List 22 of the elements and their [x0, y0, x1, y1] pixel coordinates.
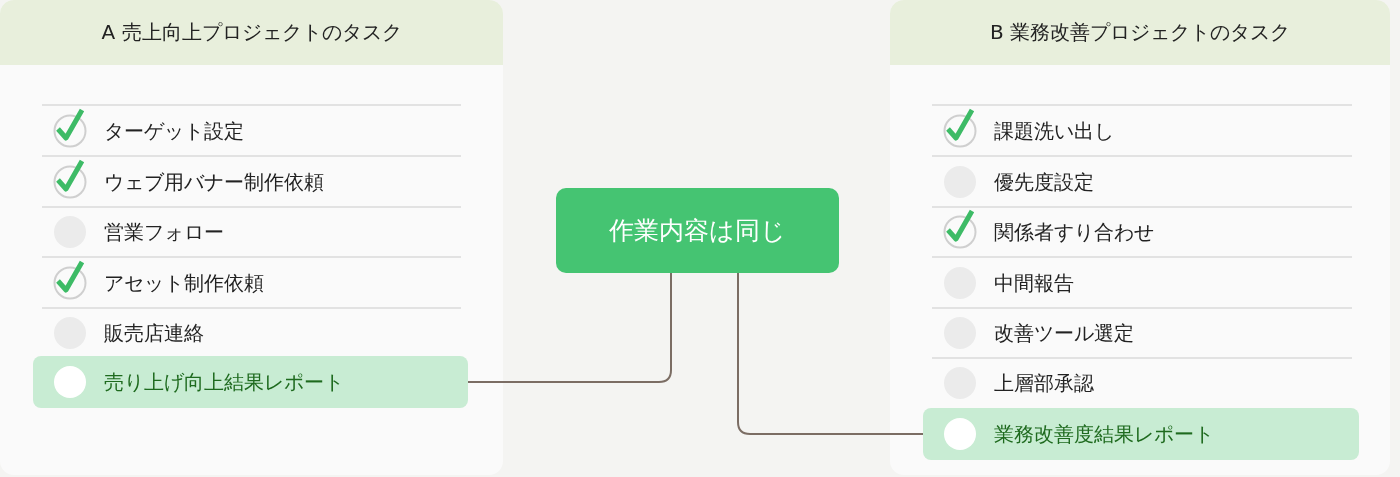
summary-box: 作業内容は同じ	[556, 188, 839, 273]
panel-card	[0, 0, 503, 475]
highlighted-row	[33, 356, 468, 408]
task-label: 改善ツール選定	[994, 319, 1134, 347]
task-label: ウェブ用バナー制作依頼	[104, 168, 324, 195]
connector-line	[737, 272, 924, 435]
task-label: 課題洗い出し	[994, 117, 1114, 144]
task-label: ターゲット設定	[104, 117, 244, 144]
panel-card	[890, 0, 1390, 475]
task-label: 売り上げ向上結果レポート	[104, 368, 344, 396]
connector-line	[467, 272, 672, 383]
task-label: 販売店連絡	[104, 319, 204, 346]
task-label: 業務改善度結果レポート	[994, 420, 1214, 448]
task-label: 上層部承認	[994, 369, 1094, 397]
panel-header: B 業務改善プロジェクトのタスク	[890, 0, 1390, 65]
panel-header: A 売上向上プロジェクトのタスク	[0, 0, 503, 65]
highlighted-row	[923, 408, 1359, 460]
task-label: 関係者すり合わせ	[994, 218, 1154, 246]
task-label: 優先度設定	[994, 168, 1094, 195]
task-label: アセット制作依頼	[104, 269, 264, 296]
task-label: 営業フォロー	[104, 218, 224, 246]
task-label: 中間報告	[994, 269, 1074, 296]
